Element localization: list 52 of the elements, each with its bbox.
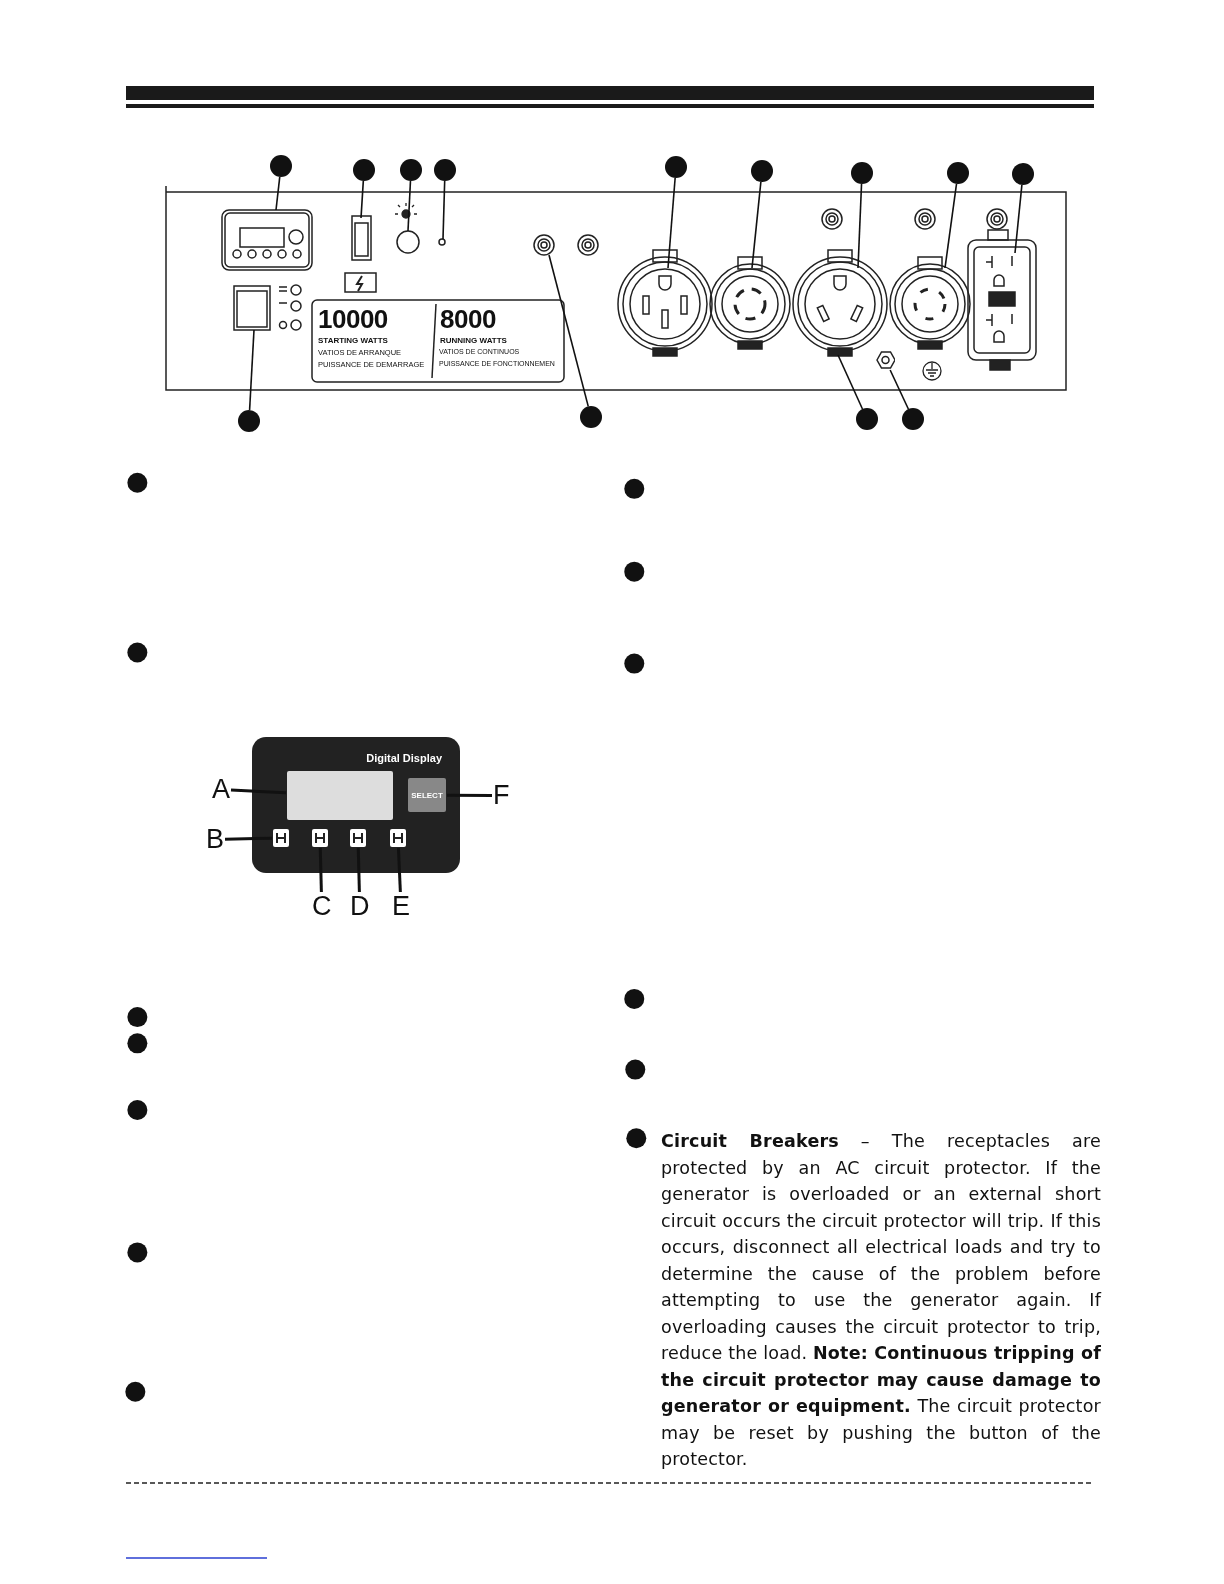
callout-dot	[665, 156, 687, 178]
callout-dot	[751, 160, 773, 182]
leader-line	[396, 847, 402, 893]
callout-dot	[580, 406, 602, 428]
leader-line	[889, 369, 910, 410]
select-button: SELECT	[408, 778, 446, 812]
leader-line	[248, 329, 255, 411]
leader-line	[318, 847, 323, 893]
leader-line	[230, 788, 287, 795]
leader-line	[356, 847, 361, 893]
leader-line	[1014, 184, 1023, 254]
callout-dot	[270, 155, 292, 177]
display-panel	[252, 737, 460, 873]
leader-line	[857, 183, 863, 269]
leader-line	[667, 177, 676, 269]
callout-dot	[400, 159, 422, 181]
callout-dot	[1012, 163, 1034, 185]
callout-letter: E	[392, 893, 410, 920]
hex-nut	[876, 351, 895, 369]
callout-dot	[856, 408, 878, 430]
leader-line	[548, 254, 590, 408]
callout-dot	[947, 162, 969, 184]
callout-dot	[902, 408, 924, 430]
frequency-icon	[312, 829, 328, 847]
leader-line	[275, 176, 281, 211]
leader-line	[442, 180, 446, 240]
leader-line	[944, 183, 958, 269]
callout-dot	[353, 159, 375, 181]
voltage-icon	[273, 829, 289, 847]
callout-letter: F	[493, 782, 510, 809]
callout-letter: B	[206, 826, 224, 853]
leader-line	[225, 836, 273, 841]
callout-letter: A	[212, 776, 230, 803]
oil-level-icon	[390, 829, 406, 847]
hour-meter-icon	[350, 829, 366, 847]
leader-line	[837, 354, 864, 410]
description-paragraph: Circuit Breakers – The receptacles are protected by an AC circuit protector. If the generator is overloaded or an external short circuit occurs the circuit protector will trip. If this occurs, disconnect all electrical loads and try to determine the cause of the problem before attempting to use the generator again. If overloading causes the circuit protector to trip, reduce the load. Note: Continuous tripping of the circuit protector may cause damage to generator or equipment. The circuit protector may be reset by pushing the button of the protector.	[661, 1130, 1101, 1471]
leader-line	[360, 180, 365, 219]
callout-letter: C	[312, 893, 332, 920]
leader-line	[407, 180, 412, 232]
callout-letter: D	[350, 893, 370, 920]
panel-title: Digital Display	[366, 752, 442, 764]
leader-line	[447, 793, 492, 797]
callout-dot	[434, 159, 456, 181]
callout-dot	[851, 162, 873, 184]
callout-dot	[238, 410, 260, 432]
wattage-number: 10000	[318, 304, 388, 335]
display-screen	[287, 771, 393, 820]
wattage-caption: STARTING WATTS	[318, 336, 388, 345]
wattage-number: 8000	[440, 304, 496, 335]
wattage-caption: RUNNING WATTS	[440, 336, 507, 345]
leader-line	[751, 181, 762, 269]
